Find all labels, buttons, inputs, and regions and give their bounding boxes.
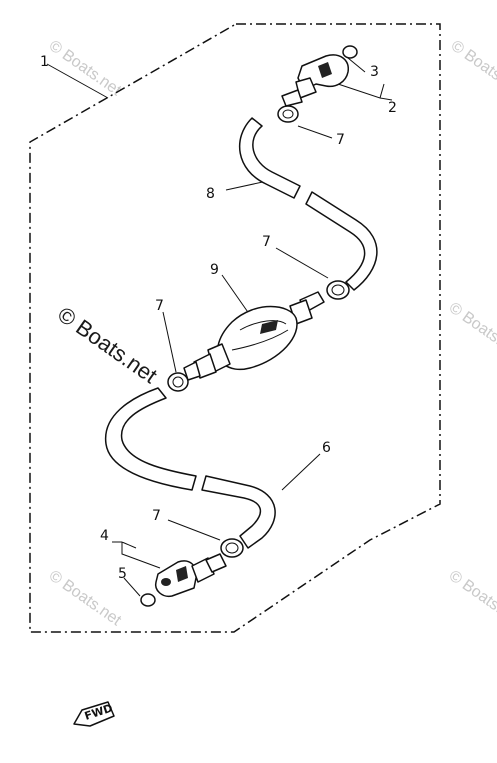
o-ring-top bbox=[342, 45, 358, 59]
hose-clamp-bottom bbox=[220, 538, 244, 558]
callout-7: 7 bbox=[336, 132, 345, 148]
hose-clamp-pump-outlet bbox=[326, 280, 350, 300]
assembly-outline bbox=[29, 23, 441, 633]
leader-lines bbox=[46, 57, 393, 597]
upper-fuel-hose bbox=[238, 117, 378, 291]
hose-clamp-pump-inlet bbox=[167, 372, 189, 392]
callout-5: 5 bbox=[118, 566, 127, 582]
watermark: © Boats.net bbox=[446, 299, 497, 361]
o-ring-bottom bbox=[140, 593, 156, 607]
callout-7: 7 bbox=[155, 298, 164, 314]
watermark: © Boats.net bbox=[53, 302, 162, 389]
callout-3: 3 bbox=[370, 64, 379, 80]
callout-7: 7 bbox=[262, 234, 271, 250]
callout-8: 8 bbox=[206, 186, 215, 202]
callout-2: 2 bbox=[388, 100, 397, 116]
forward-direction-arrow: FWD bbox=[73, 701, 115, 727]
callout-4: 4 bbox=[100, 528, 109, 544]
watermark: © Boats.net bbox=[448, 37, 497, 99]
callout-6: 6 bbox=[322, 440, 331, 456]
hose-clamp-top bbox=[277, 105, 299, 123]
watermark: © Boats.net bbox=[46, 567, 125, 629]
fuel-connector-bottom bbox=[140, 553, 227, 607]
watermark: © Boats.net bbox=[446, 567, 497, 629]
watermark: © Boats.net bbox=[46, 37, 125, 99]
lower-fuel-hose bbox=[104, 387, 276, 549]
callout-7: 7 bbox=[152, 508, 161, 524]
fuel-connector-top bbox=[281, 45, 358, 107]
callout-9: 9 bbox=[210, 262, 219, 278]
callout-1: 1 bbox=[40, 54, 49, 70]
primer-bulb bbox=[183, 291, 325, 381]
